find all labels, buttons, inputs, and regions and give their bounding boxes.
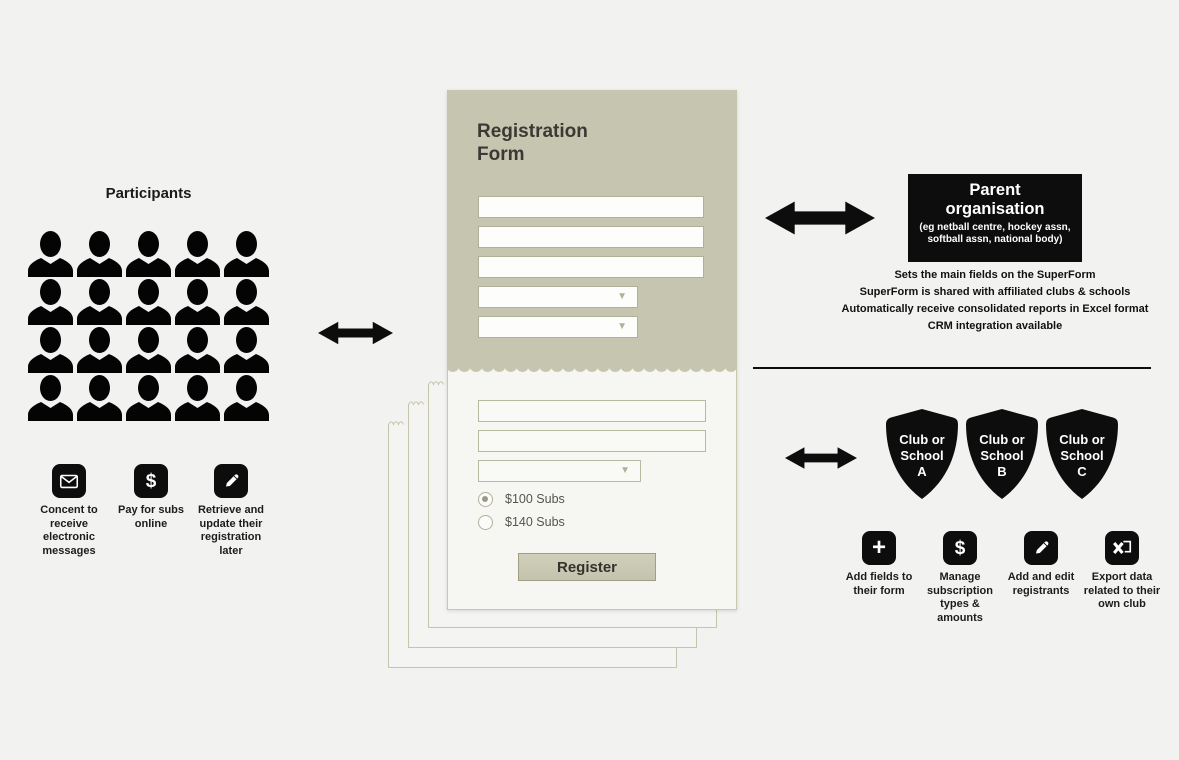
person-icon — [224, 375, 269, 421]
club-feature-add-fields: + Add fields to their form — [839, 531, 919, 598]
participant-feature-pay: $ Pay for subs online — [111, 464, 191, 531]
register-button[interactable]: Register — [518, 553, 656, 581]
double-arrow-icon — [785, 447, 857, 469]
person-icon — [175, 279, 220, 325]
participant-feature-label: Retrieve and update their registration l… — [197, 504, 265, 557]
form-field-4[interactable] — [478, 400, 706, 422]
note-line: Sets the main fields on the SuperForm — [894, 269, 1096, 281]
person-icon — [175, 375, 220, 421]
person-icon — [77, 231, 122, 277]
form-dropdown-1[interactable]: ▼ — [478, 286, 638, 308]
shield-label: Club or School A — [899, 432, 945, 479]
parent-organisation-subtitle: (eg netball centre, hockey assn, softbal… — [919, 222, 1071, 245]
torn-edge-icon — [428, 381, 444, 389]
shield-label: Club or School C — [1059, 432, 1105, 479]
person-icon — [175, 327, 220, 373]
form-field-1[interactable] — [478, 196, 704, 218]
parent-organisation-box: Parent organisation (eg netball centre, … — [908, 174, 1082, 262]
club-feature-label: Add fields to their form — [845, 571, 913, 597]
note-line: CRM integration available — [927, 320, 1063, 332]
double-arrow-icon — [318, 321, 393, 345]
person-icon — [224, 279, 269, 325]
shield-club-b: Club or School B — [963, 408, 1041, 500]
registration-form-body: ▼ $100 Subs $140 Subs Register — [447, 368, 737, 610]
registration-form-title: Registration Form — [477, 121, 588, 165]
form-field-5[interactable] — [478, 430, 706, 452]
parent-organisation-title: Parent organisation — [945, 181, 1045, 218]
participant-feature-label: Pay for subs online — [117, 504, 185, 530]
person-icon — [77, 327, 122, 373]
dollar-icon: $ — [134, 464, 168, 498]
subscription-option-140[interactable]: $140 Subs — [478, 514, 565, 530]
person-icon — [126, 327, 171, 373]
shield-club-c: Club or School C — [1043, 408, 1121, 500]
mail-icon — [52, 464, 86, 498]
participant-feature-update: Retrieve and update their registration l… — [191, 464, 271, 558]
person-icon — [28, 375, 73, 421]
torn-edge-icon — [388, 421, 404, 429]
person-icon — [28, 327, 73, 373]
registration-form-header: Registration Form ▼ ▼ — [447, 90, 737, 368]
form-dropdown-2[interactable]: ▼ — [478, 316, 638, 338]
shield-label: Club or School B — [979, 432, 1025, 479]
person-icon — [126, 375, 171, 421]
person-icon — [28, 231, 73, 277]
radio-button[interactable] — [478, 491, 493, 507]
form-field-3[interactable] — [478, 256, 704, 278]
person-icon — [126, 231, 171, 277]
club-feature-subscriptions: $ Manage subscription types & amounts — [920, 531, 1000, 625]
radio-button[interactable] — [478, 514, 493, 530]
subscription-option-100[interactable]: $100 Subs — [478, 491, 565, 507]
person-icon — [175, 231, 220, 277]
dollar-glyph: $ — [145, 470, 157, 492]
person-icon — [224, 231, 269, 277]
shield-club-a: Club or School A — [883, 408, 961, 500]
club-feature-export: Export data related to their own club — [1082, 531, 1162, 612]
participants-title: Participants — [105, 185, 192, 202]
person-icon — [77, 375, 122, 421]
pencil-icon — [1024, 531, 1058, 565]
participant-feature-label: Concent to receive electronic messages — [40, 504, 98, 557]
radio-label: $100 Subs — [505, 492, 565, 506]
club-feature-label: Manage subscription types & amounts — [926, 571, 993, 624]
excel-icon — [1105, 531, 1139, 565]
participants-grid — [28, 231, 269, 421]
double-arrow-icon — [765, 201, 875, 235]
participant-feature-consent: Concent to receive electronic messages — [29, 464, 109, 558]
form-dropdown-3[interactable]: ▼ — [478, 460, 641, 482]
chevron-down-icon: ▼ — [617, 291, 627, 302]
registration-form: Registration Form ▼ ▼ ▼ $100 Subs — [447, 90, 737, 610]
club-feature-label: Export data related to their own club — [1083, 571, 1161, 610]
form-field-2[interactable] — [478, 226, 704, 248]
plus-glyph: + — [871, 534, 886, 561]
person-icon — [224, 327, 269, 373]
club-feature-registrants: Add and edit registrants — [1001, 531, 1081, 598]
parent-organisation-notes: Sets the main fields on the SuperForm Su… — [795, 267, 1179, 335]
person-icon — [126, 279, 171, 325]
chevron-down-icon: ▼ — [620, 465, 630, 476]
shield-icon — [886, 409, 958, 499]
torn-edge-icon — [408, 401, 424, 409]
section-divider — [753, 367, 1151, 369]
person-icon — [28, 279, 73, 325]
note-line: SuperForm is shared with affiliated club… — [859, 286, 1131, 298]
club-feature-label: Add and edit registrants — [1007, 571, 1075, 597]
note-line: Automatically receive consolidated repor… — [841, 303, 1149, 315]
pencil-icon — [214, 464, 248, 498]
chevron-down-icon: ▼ — [617, 321, 627, 332]
shield-icon — [1046, 409, 1118, 499]
radio-label: $140 Subs — [505, 515, 565, 529]
shield-icon — [966, 409, 1038, 499]
person-icon — [77, 279, 122, 325]
dollar-glyph: $ — [954, 537, 966, 559]
plus-icon: + — [862, 531, 896, 565]
dollar-icon: $ — [943, 531, 977, 565]
torn-edge-divider — [447, 367, 737, 375]
